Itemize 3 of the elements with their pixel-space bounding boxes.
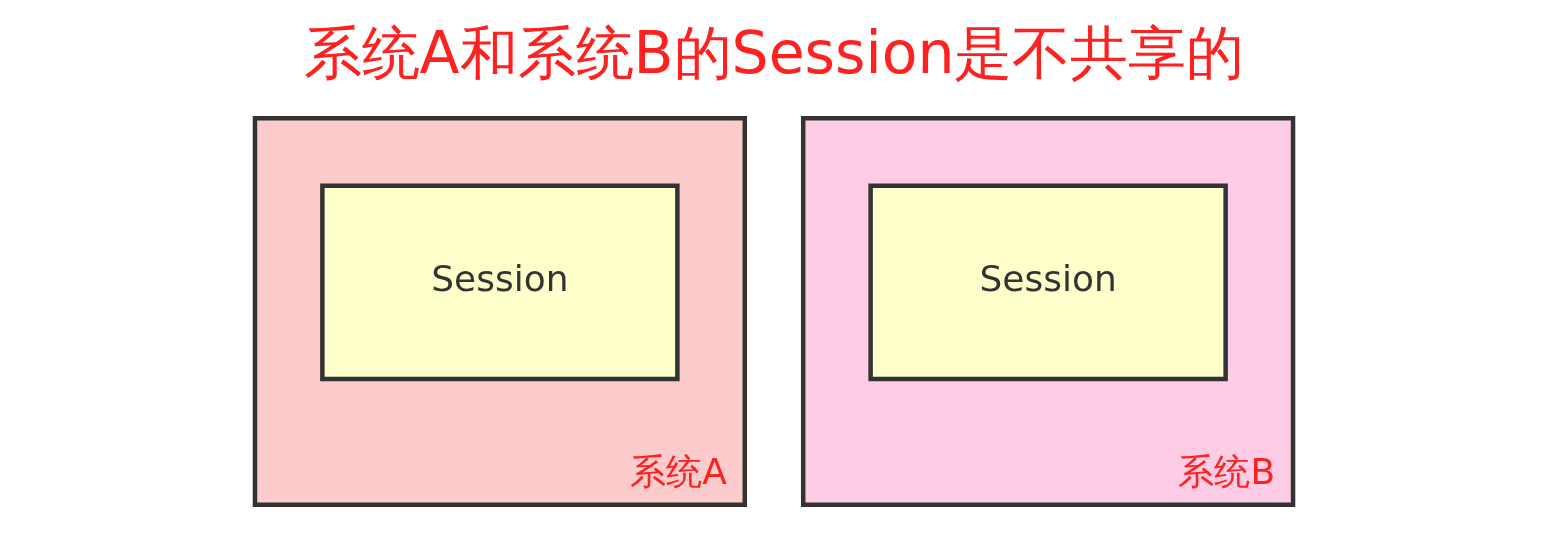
- diagram-title: 系统A和系统B的Session是不共享的: [303, 18, 1245, 87]
- node-box: Session: [868, 183, 1228, 382]
- node-box: Session: [320, 183, 680, 382]
